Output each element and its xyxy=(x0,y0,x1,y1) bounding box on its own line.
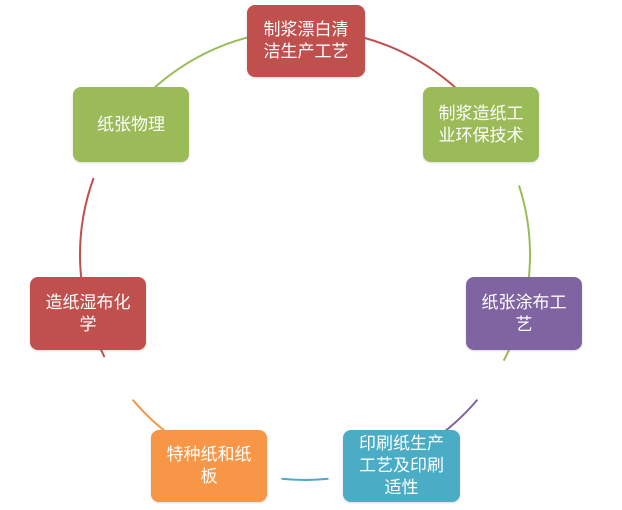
connector-arc-printing-paper xyxy=(281,477,329,482)
node-pulping-environmental-label: 制浆造纸工 业环保技术 xyxy=(438,103,524,146)
node-specialty-paper-label: 特种纸和纸 板 xyxy=(166,445,252,487)
node-pulping-bleaching: 制浆漂白清 洁生产工艺 xyxy=(247,5,365,77)
node-specialty-paper: 特种纸和纸 板 xyxy=(151,430,267,502)
node-pulping-environmental: 制浆造纸工 业环保技术 xyxy=(423,87,539,162)
node-printing-paper-label: 印刷纸生产 工艺及印刷 适性 xyxy=(359,434,444,498)
node-wet-end-chemistry: 造纸湿布化 学 xyxy=(30,277,146,350)
node-paper-physics: 纸张物理 xyxy=(73,87,189,162)
node-wet-end-chemistry-label: 造纸湿布化 学 xyxy=(45,292,131,335)
node-printing-paper: 印刷纸生产 工艺及印刷 适性 xyxy=(343,430,460,502)
node-paper-coating-label: 纸张涂布工 艺 xyxy=(481,292,567,335)
node-paper-physics-label: 纸张物理 xyxy=(97,114,165,135)
node-paper-coating: 纸张涂布工 艺 xyxy=(466,277,582,350)
node-pulping-bleaching-label: 制浆漂白清 洁生产工艺 xyxy=(263,20,349,62)
